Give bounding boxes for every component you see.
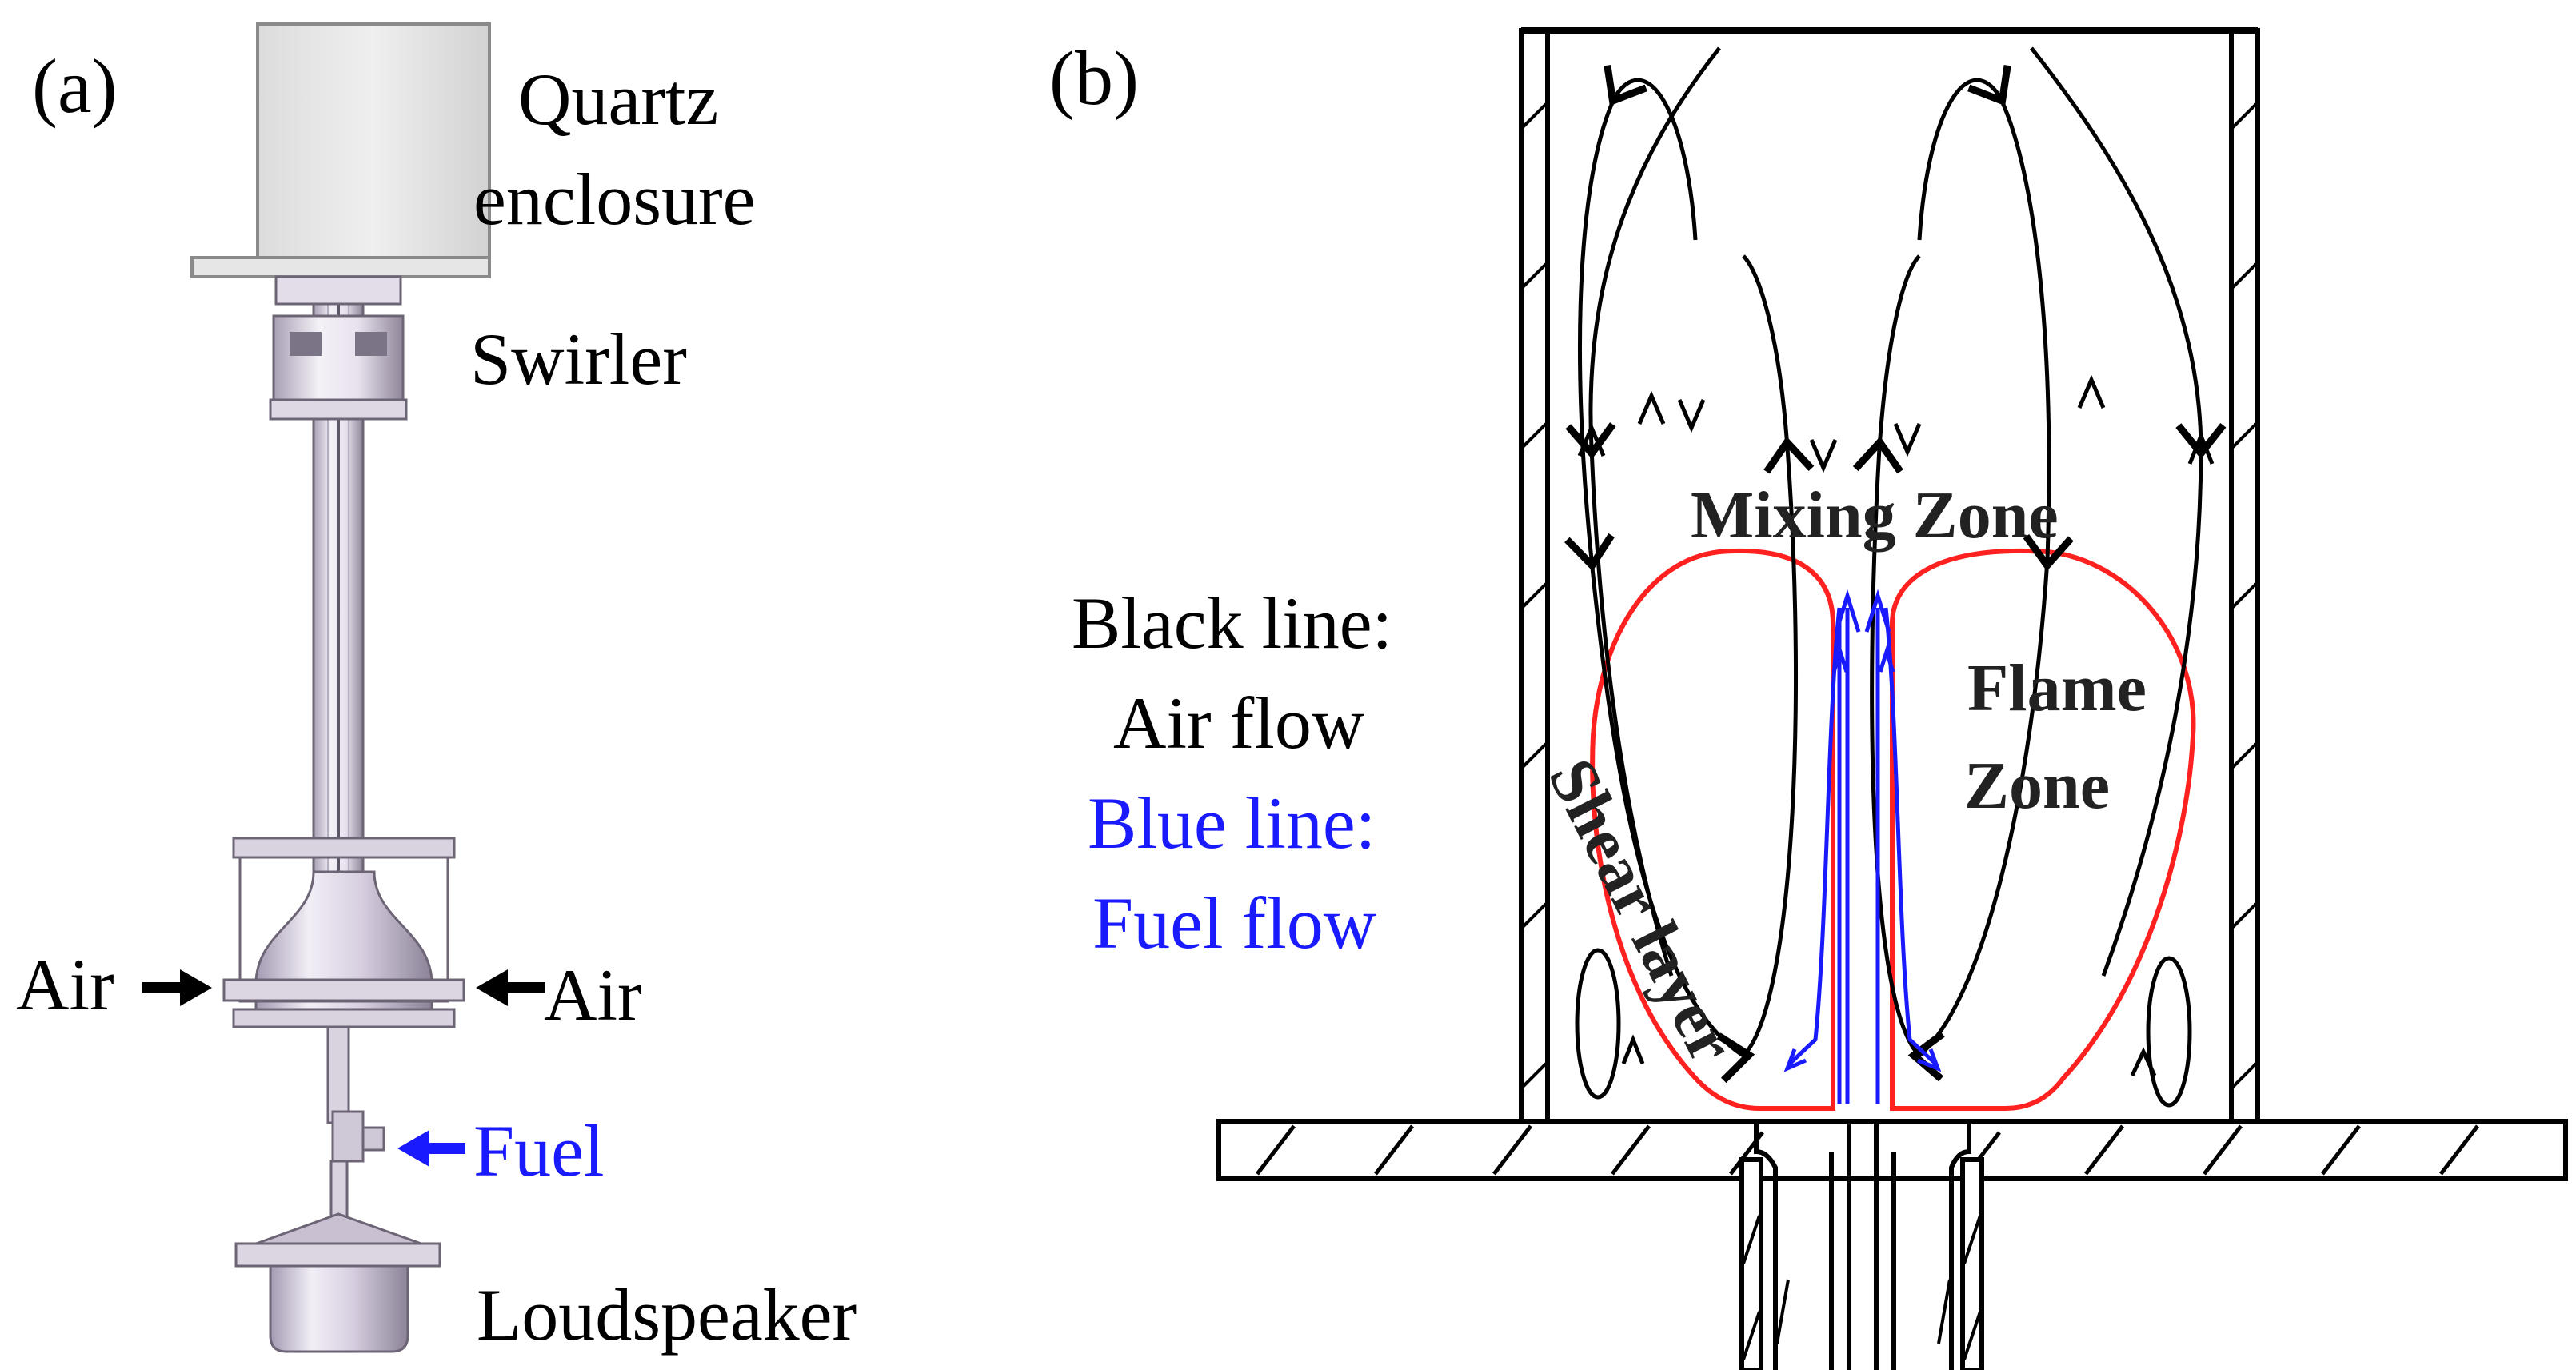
loudspeaker-label: Loudspeaker: [477, 1274, 857, 1356]
legend-black-line1: Black line:: [1072, 582, 1392, 664]
flame-zone-label-line2: Zone: [1964, 749, 2110, 823]
swirler-label: Swirler: [470, 318, 687, 400]
legend-blue-line1: Blue line:: [1088, 782, 1376, 864]
fuel-flow-lines: [1783, 589, 1942, 1104]
combustor-walls: [1519, 27, 2260, 1136]
nozzle-pipes: [1739, 1121, 1984, 1370]
quartz-label-line1: Quartz: [518, 58, 718, 140]
air-flow-lines: [1564, 46, 2227, 1108]
fuel-arrow: [397, 1130, 465, 1167]
panel-a-tag: (a): [32, 43, 118, 129]
swirler-drawing: [269, 275, 408, 421]
fuel-tee-drawing: [326, 1025, 385, 1219]
mixing-zone-label: Mixing Zone: [1691, 478, 2059, 553]
panel-a: (a): [16, 22, 857, 1356]
panel-b: (b) Black line: Air flow Blue line: Fuel…: [1049, 27, 2568, 1370]
loudspeaker-drawing: [234, 1212, 441, 1353]
legend-blue-line2: Fuel flow: [1092, 882, 1377, 964]
air-left-arrow: [142, 969, 212, 1006]
air-right-arrow: [476, 969, 545, 1006]
air-right-label: Air: [544, 954, 642, 1036]
shear-layer-label: Shear layer: [1534, 747, 1750, 1074]
quartz-label-line2: enclosure: [473, 158, 756, 240]
fuel-label: Fuel: [473, 1110, 605, 1192]
legend-black-line2: Air flow: [1113, 682, 1365, 764]
flame-zone-label-line1: Flame: [1967, 651, 2147, 725]
air-left-label: Air: [16, 944, 114, 1025]
air-flow-arrows: [1577, 374, 2215, 1077]
plenum-drawing: [222, 837, 465, 1028]
quartz-enclosure-drawing: [190, 22, 491, 278]
panel-b-tag: (b): [1049, 35, 1139, 121]
